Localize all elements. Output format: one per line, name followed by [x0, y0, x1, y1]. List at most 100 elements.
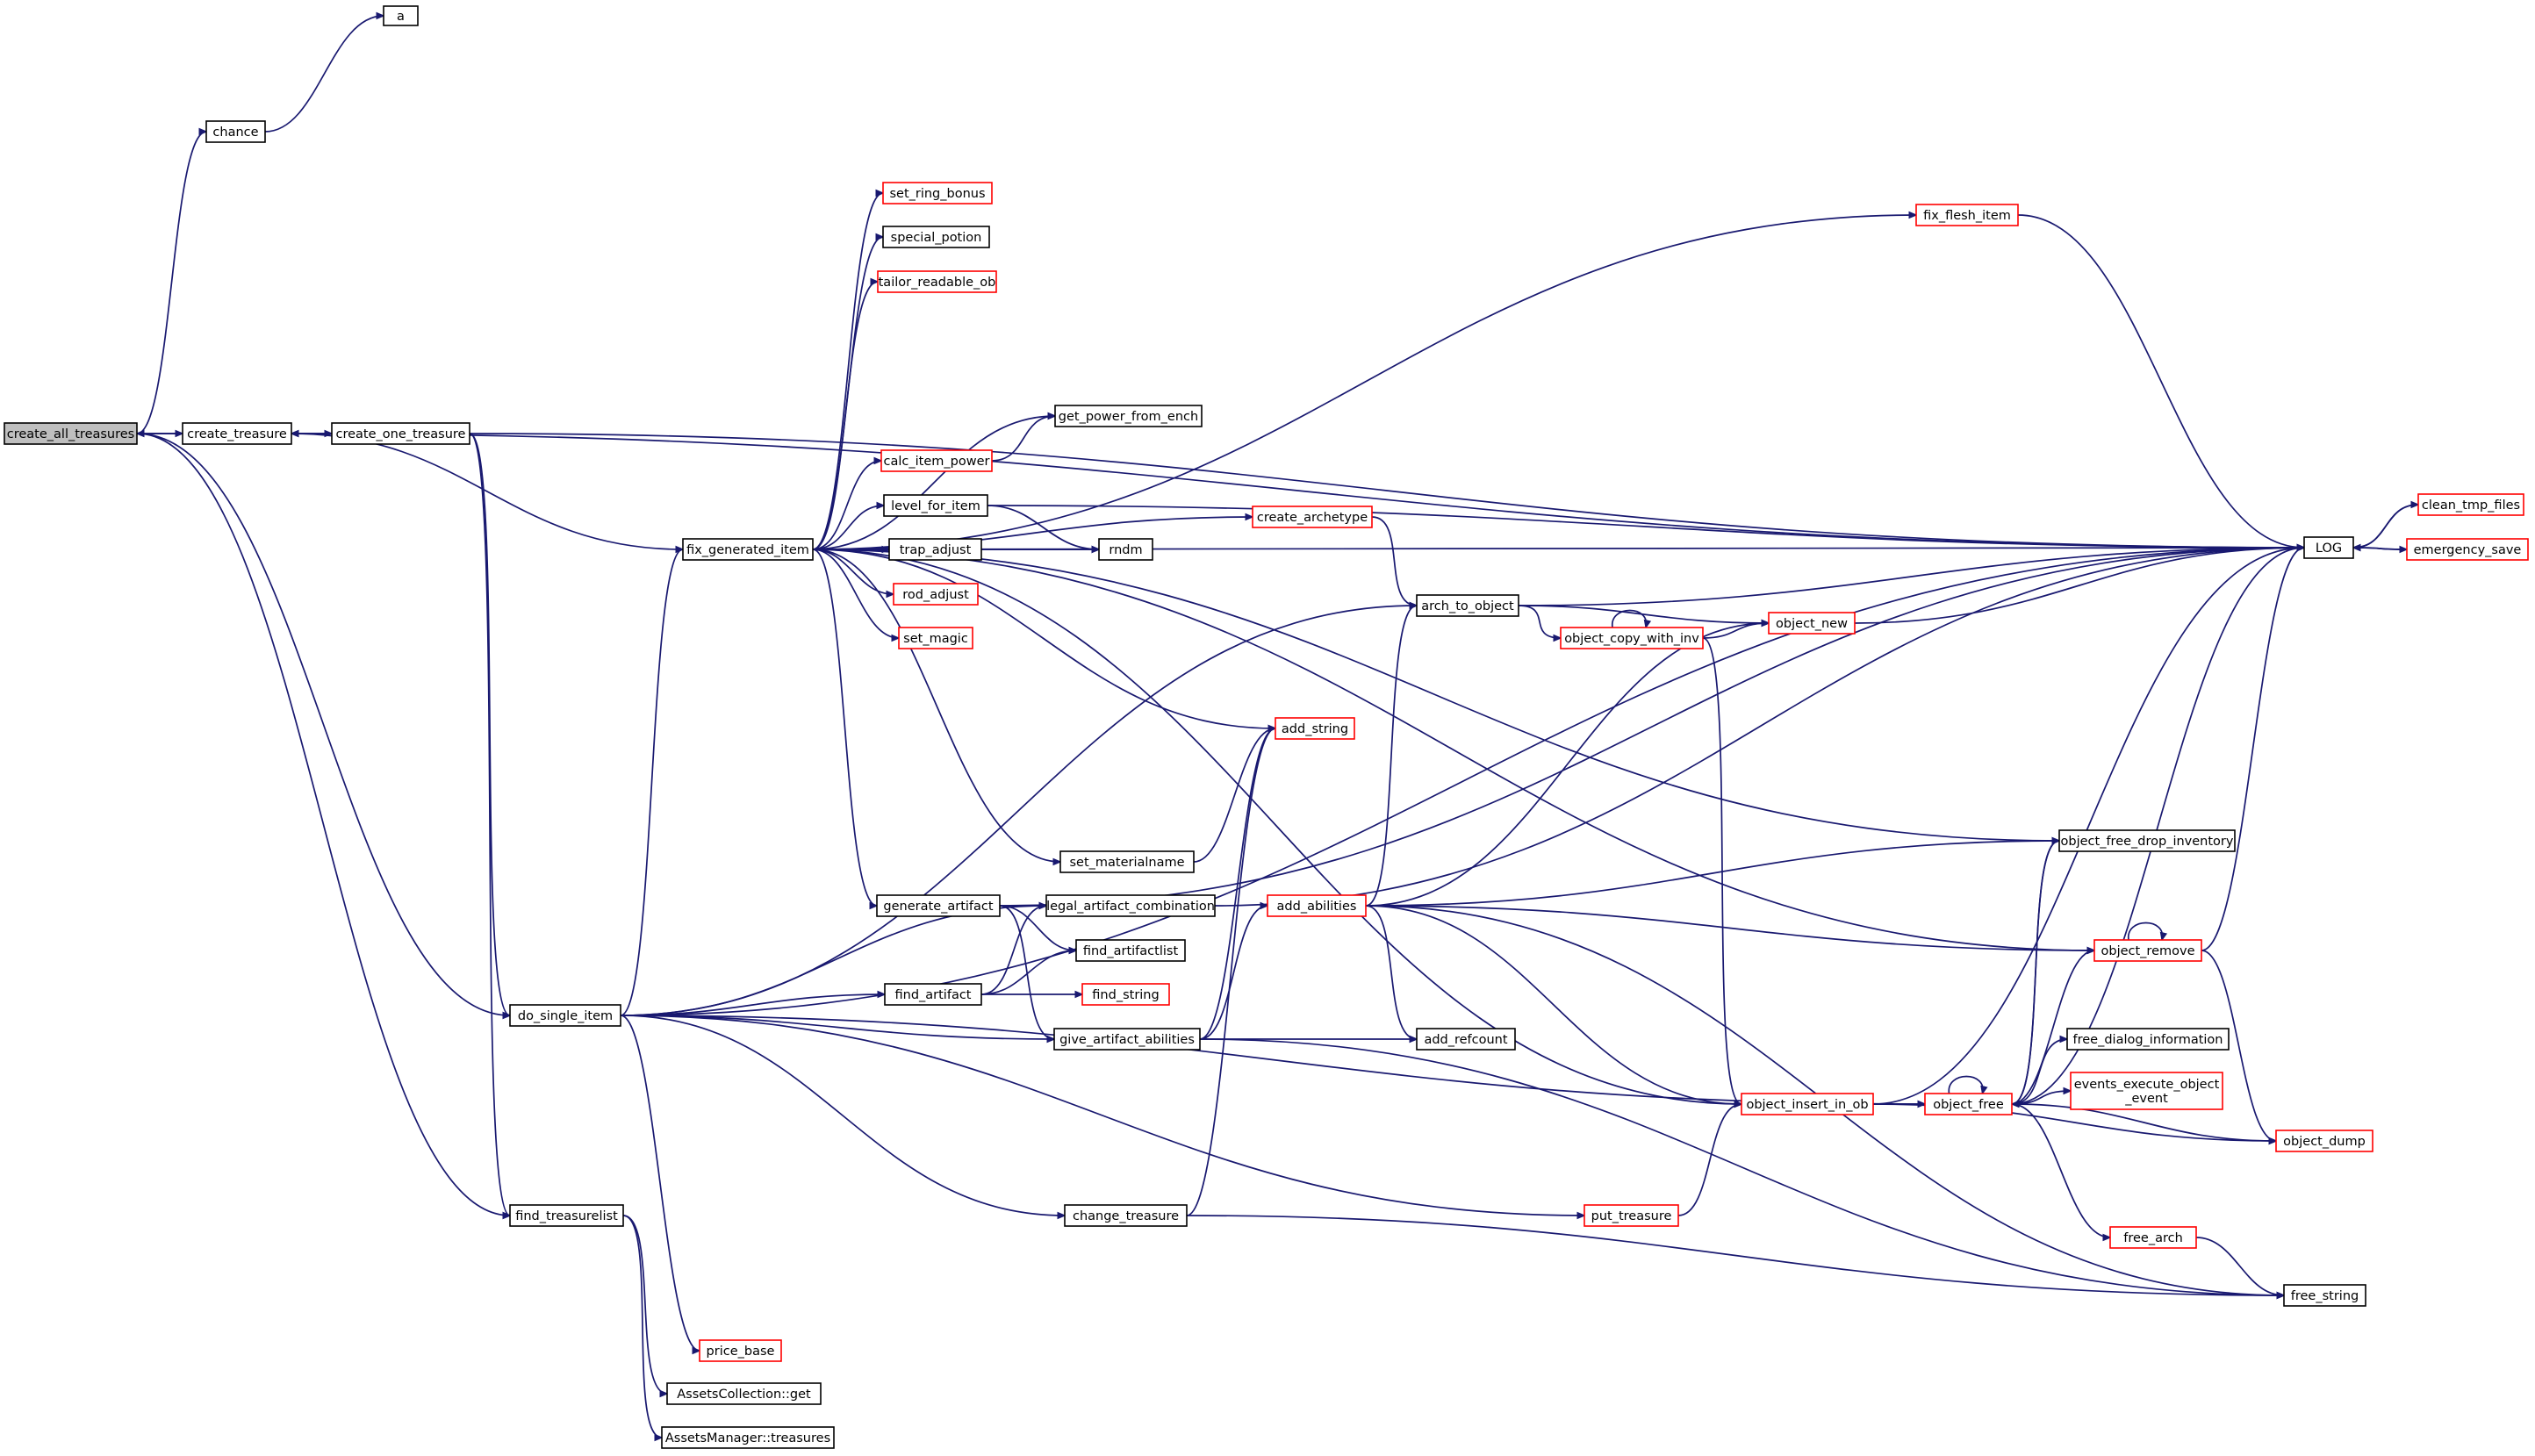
node-label: object_insert_in_ob — [1746, 1098, 1868, 1112]
edge-create_archetype-to-arch_to_object — [1371, 516, 1417, 606]
node-add-abilities[interactable]: add_abilities — [1267, 894, 1367, 917]
edge-object_new-to-LOG — [1854, 548, 2304, 624]
node-do-single-item[interactable]: do_single_item — [509, 1004, 621, 1027]
node-clean-tmp-files[interactable]: clean_tmp_files — [2417, 493, 2524, 516]
edge-fix_generated_item-to-create_archetype — [812, 517, 1253, 550]
node-events-execute-object-event[interactable]: events_execute_object_event — [2070, 1072, 2223, 1110]
edge-put_treasure-to-object_insert_in_ob — [1677, 1104, 1741, 1216]
node-box — [884, 983, 982, 1006]
node-label: object_free — [1933, 1098, 2004, 1112]
edge-object_free-to-object_dump — [2011, 1103, 2276, 1141]
node-box — [1560, 627, 1704, 649]
edge-create_all_treasures-to-do_single_item — [136, 433, 510, 1015]
node-set-materialname[interactable]: set_materialname — [1059, 850, 1195, 873]
node-create-archetype[interactable]: create_archetype — [1252, 506, 1373, 528]
node-box — [1081, 983, 1170, 1006]
node-box — [661, 1426, 835, 1449]
node-box — [877, 270, 997, 293]
node-label: tailor_readable_ob — [879, 276, 996, 290]
edge-calc_item_power-to-get_power_from_ench — [991, 416, 1055, 462]
node-generate-artifact[interactable]: generate_artifact — [876, 894, 1001, 917]
node-put-treasure[interactable]: put_treasure — [1583, 1204, 1679, 1227]
node-fix-flesh-item[interactable]: fix_flesh_item — [1915, 204, 2019, 226]
node-free-string[interactable]: free_string — [2283, 1284, 2366, 1307]
node-level-for-item[interactable]: level_for_item — [883, 494, 988, 517]
node-add-string[interactable]: add_string — [1275, 717, 1355, 740]
edge-do_single_item-to-legal_artifact_combination — [620, 906, 1046, 1016]
node-label: price_base — [707, 1345, 775, 1359]
node-box — [2066, 1028, 2230, 1051]
node-set-ring-bonus[interactable]: set_ring_bonus — [882, 182, 993, 204]
node-object-new[interactable]: object_new — [1768, 612, 1856, 635]
node-chance[interactable]: chance — [205, 120, 266, 143]
node-box — [1583, 1204, 1679, 1227]
node-object-dump[interactable]: object_dump — [2275, 1130, 2373, 1152]
node-trap-adjust[interactable]: trap_adjust — [888, 538, 982, 561]
edge-fix_generated_item-to-object_free_drop_inventory — [812, 549, 2059, 841]
node-AssetsManager-treasures[interactable]: AssetsManager::treasures — [661, 1426, 835, 1449]
node-object-free[interactable]: object_free — [1924, 1093, 2013, 1115]
edge-fix_generated_item-to-set_materialname — [812, 549, 1060, 862]
node-fix-generated-item[interactable]: fix_generated_item — [682, 538, 814, 561]
node-calc-item-power[interactable]: calc_item_power — [880, 449, 993, 472]
edge-object_copy_with_inv-to-object_copy_with_inv — [1612, 609, 1647, 628]
node-label: fix_flesh_item — [1923, 209, 2011, 223]
node-object-copy-with-inv[interactable]: object_copy_with_inv — [1560, 627, 1704, 649]
edge-fix_generated_item-to-object_remove — [812, 549, 2094, 950]
node-rod-adjust[interactable]: rod_adjust — [893, 583, 979, 606]
node-AssetsCollection-get[interactable]: AssetsCollection::get — [666, 1382, 822, 1405]
node-box — [509, 1204, 624, 1227]
node-arch-to-object[interactable]: arch_to_object — [1416, 594, 1519, 617]
node-tailor-readable-ob[interactable]: tailor_readable_ob — [877, 270, 997, 293]
node-create-treasure[interactable]: create_treasure — [182, 422, 292, 445]
node-find-treasurelist[interactable]: find_treasurelist — [509, 1204, 624, 1227]
node-label: AssetsManager::treasures — [665, 1431, 830, 1445]
edge-fix_generated_item-to-fix_flesh_item — [812, 215, 1916, 550]
node-give-artifact-abilities[interactable]: give_artifact_abilities — [1053, 1028, 1201, 1051]
node-free-dialog-information[interactable]: free_dialog_information — [2066, 1028, 2230, 1051]
edge-fix_generated_item-to-set_ring_bonus — [812, 193, 883, 550]
node-price-base[interactable]: price_base — [699, 1339, 782, 1362]
node-object-insert-in-ob[interactable]: object_insert_in_ob — [1741, 1093, 1874, 1115]
node-box — [1053, 1028, 1201, 1051]
node-find-artifactlist[interactable]: find_artifactlist — [1075, 939, 1186, 962]
node-free-arch[interactable]: free_arch — [2109, 1226, 2197, 1249]
node-label: calc_item_power — [884, 455, 990, 469]
node-label: generate_artifact — [883, 900, 993, 914]
node-rndm[interactable]: rndm — [1098, 538, 1153, 561]
node-box — [1275, 717, 1355, 740]
node-object-free-drop-inventory[interactable]: object_free_drop_inventory — [2058, 829, 2236, 852]
node-label: free_string — [2291, 1289, 2359, 1303]
node-a[interactable]: a — [383, 5, 419, 26]
node-emergency-save[interactable]: emergency_save — [2406, 538, 2529, 561]
node-change-treasure[interactable]: change_treasure — [1064, 1204, 1188, 1227]
edge-level_for_item-to-rndm — [987, 505, 1099, 549]
edge-object_free_drop_inventory-to-object_free — [2012, 840, 2060, 1104]
node-object-remove[interactable]: object_remove — [2093, 939, 2202, 962]
node-box — [1252, 506, 1373, 528]
node-create-all-treasures[interactable]: create_all_treasures — [4, 422, 138, 445]
node-find-artifact[interactable]: find_artifact — [884, 983, 982, 1006]
node-legal-artifact-combination[interactable]: legal_artifact_combination — [1045, 894, 1216, 917]
edge-object_free-to-object_free — [1948, 1075, 1983, 1094]
node-set-magic[interactable]: set_magic — [898, 627, 973, 649]
node-label: add_refcount — [1424, 1033, 1507, 1047]
edge-find_treasurelist-to-AssetsManager_treasures — [622, 1215, 662, 1438]
edge-fix_generated_item-to-level_for_item — [812, 506, 884, 550]
node-box — [383, 5, 419, 26]
edge-level_for_item-to-LOG — [987, 505, 2304, 548]
node-create-one-treasure[interactable]: create_one_treasure — [331, 422, 470, 445]
node-label: free_dialog_information — [2073, 1033, 2223, 1047]
node-LOG[interactable]: LOG — [2303, 536, 2354, 559]
edge-give_artifact_abilities-to-free_string — [1199, 1038, 2284, 1295]
node-find-string[interactable]: find_string — [1081, 983, 1170, 1006]
edge-arch_to_object-to-LOG — [1518, 548, 2304, 606]
node-special-potion[interactable]: special_potion — [882, 226, 990, 248]
node-label: chance — [212, 126, 258, 140]
node-box — [1915, 204, 2019, 226]
node-label: give_artifact_abilities — [1059, 1033, 1195, 1047]
node-get-power-from-ench[interactable]: get_power_from_ench — [1054, 405, 1203, 427]
node-add-refcount[interactable]: add_refcount — [1416, 1028, 1516, 1051]
edge-create_all_treasures-to-find_treasurelist — [136, 433, 510, 1216]
